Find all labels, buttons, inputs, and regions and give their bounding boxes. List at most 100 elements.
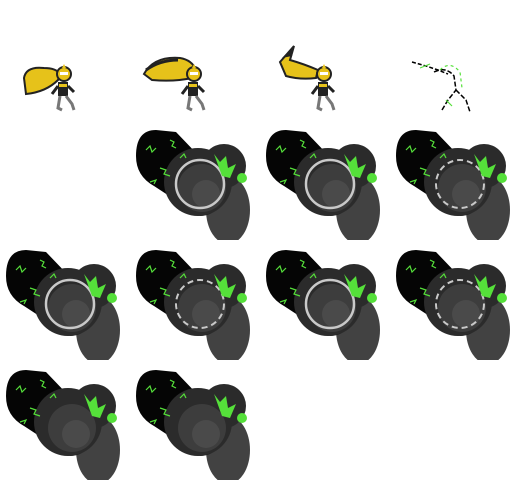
- cannon-lightning: [159, 407, 171, 417]
- sprite-frame-cannon-5: [130, 240, 260, 360]
- cannon-core: [192, 420, 220, 448]
- hero-belt: [59, 84, 67, 87]
- cannon-sprite: [6, 250, 120, 360]
- hero-torso: [318, 82, 328, 96]
- cannon-lightning: [179, 152, 187, 159]
- cannon-spark-dot: [107, 293, 117, 303]
- sprite-frame-cannon-9: [130, 360, 260, 480]
- cannon-flame: [344, 274, 366, 298]
- cannon-lightning: [39, 259, 47, 269]
- cannon-lightning: [409, 298, 418, 305]
- cannon-energy-ring: [435, 159, 485, 209]
- hero-character: [278, 45, 336, 112]
- cannon-flame: [214, 154, 236, 178]
- hero-crest: [322, 64, 326, 68]
- cannon-lightning: [279, 178, 288, 185]
- cannon-flame: [214, 394, 236, 418]
- hero-arms: [180, 84, 206, 95]
- cannon-lightning: [419, 287, 431, 297]
- cannon-lightning: [39, 379, 47, 389]
- cannon-lightning: [179, 392, 187, 399]
- cannon-flame: [214, 274, 236, 298]
- cannon-lightning: [159, 167, 171, 177]
- cannon-lightning: [405, 144, 417, 154]
- cannon-lightning: [169, 139, 177, 149]
- cannon-lightning: [49, 272, 57, 279]
- cannon-lightning: [289, 287, 301, 297]
- cannon-spark-dot: [497, 173, 507, 183]
- hero-arms: [50, 84, 76, 95]
- sprite-frame-hero-ghost: [390, 0, 520, 120]
- cannon-lightning: [429, 139, 437, 149]
- hero-crest: [62, 64, 66, 68]
- hero-torso: [58, 82, 68, 96]
- cannon-core: [192, 180, 220, 208]
- hero-belt: [319, 84, 327, 87]
- cannon-lightning: [309, 272, 317, 279]
- cannon-lightning: [299, 259, 307, 269]
- cannon-core: [452, 180, 480, 208]
- cannon-energy-ring: [174, 158, 226, 210]
- cannon-lightning: [419, 167, 431, 177]
- hero-eyes: [60, 72, 68, 75]
- cannon-lightning: [169, 379, 177, 389]
- cannon-lightning: [29, 287, 41, 297]
- sprite-frame-cannon-4: [0, 240, 130, 360]
- cannon-spark-dot: [237, 173, 247, 183]
- sprite-frame-cannon-3: [390, 120, 520, 240]
- hero-ghost-outline: [411, 61, 471, 113]
- hero-cape-edge: [145, 58, 179, 72]
- cannon-flame: [474, 154, 496, 178]
- hero-belt: [189, 84, 197, 87]
- hero-torso: [188, 82, 198, 96]
- cannon-core: [62, 420, 90, 448]
- hero-legs: [316, 95, 336, 112]
- sprite-frame-empty: [0, 120, 130, 240]
- sprite-frame-cannon-7: [390, 240, 520, 360]
- cannon-spark-dot: [367, 293, 377, 303]
- cannon-spark-dot: [497, 293, 507, 303]
- cannon-lightning: [149, 418, 158, 425]
- cannon-core: [62, 300, 90, 328]
- cannon-sprite: [396, 130, 510, 240]
- cannon-lightning: [429, 259, 437, 269]
- sprite-frame-cannon-6: [260, 240, 390, 360]
- cannon-lightning: [145, 264, 157, 274]
- cannon-core: [192, 300, 220, 328]
- cannon-flame: [84, 394, 106, 418]
- cannon-sprite: [136, 130, 250, 240]
- cannon-lightning: [159, 287, 171, 297]
- cannon-sprite: [396, 250, 510, 360]
- cannon-lightning: [145, 144, 157, 154]
- hero-character: [142, 56, 206, 112]
- cannon-sprite: [136, 370, 250, 480]
- ghost-spark: [439, 64, 463, 89]
- cannon-lightning: [439, 152, 447, 159]
- cannon-flame: [344, 154, 366, 178]
- cannon-lightning: [19, 418, 28, 425]
- cannon-lightning: [29, 407, 41, 417]
- cannon-flame: [84, 274, 106, 298]
- cannon-lightning: [15, 264, 27, 274]
- sprite-frame-hero-idle: [0, 0, 130, 120]
- sprite-frame-cannon-8: [0, 360, 130, 480]
- cannon-energy-ring: [44, 278, 96, 330]
- cannon-lightning: [299, 139, 307, 149]
- cannon-spark-dot: [237, 293, 247, 303]
- cannon-lightning: [275, 144, 287, 154]
- cannon-sprite: [266, 130, 380, 240]
- cannon-sprite: [266, 250, 380, 360]
- sprite-frame-hero-dash: [130, 0, 260, 120]
- sprite-frame-hero-lift: [260, 0, 390, 120]
- hero-eyes: [190, 72, 198, 75]
- cannon-lightning: [289, 167, 301, 177]
- cannon-core: [322, 180, 350, 208]
- hero-legs: [186, 95, 206, 112]
- hero-eyes: [320, 72, 328, 75]
- cannon-lightning: [179, 272, 187, 279]
- hero-cape-tip: [282, 46, 294, 58]
- cannon-flame: [474, 274, 496, 298]
- cannon-spark-dot: [237, 413, 247, 423]
- cannon-lightning: [439, 272, 447, 279]
